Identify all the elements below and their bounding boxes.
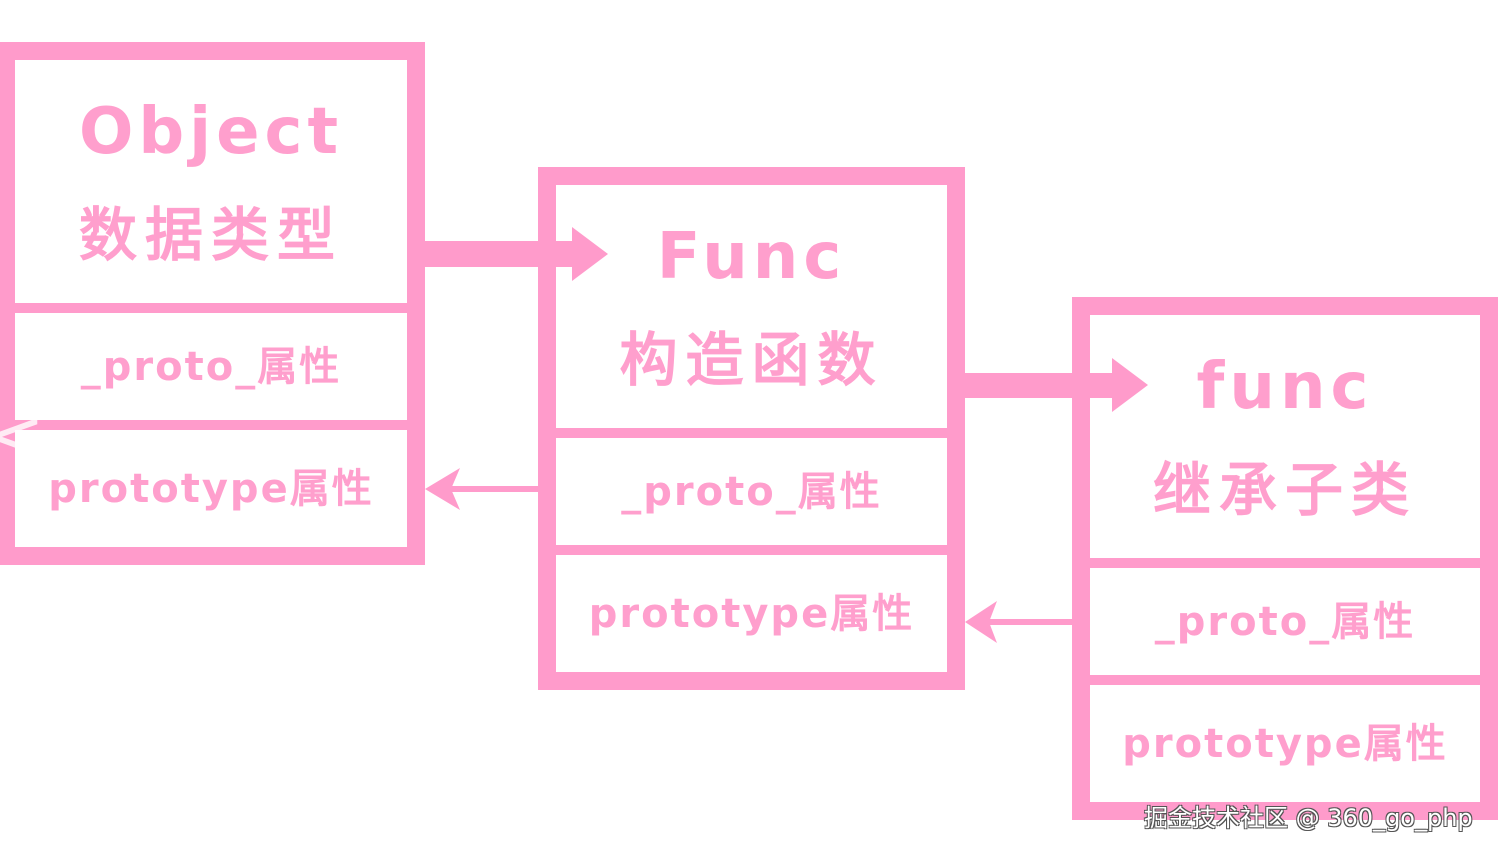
func-subclass-divider-1 — [1090, 558, 1480, 568]
func-subclass-header: func 继承子类 — [1090, 315, 1480, 558]
object-box: Object 数据类型 _proto_属性 prototype属性 — [0, 42, 425, 565]
func-subclass-proto-cell: _proto_属性 — [1090, 568, 1480, 675]
func-constructor-proto-label: _proto_属性 — [621, 468, 882, 515]
func-constructor-box: Func 构造函数 _proto_属性 prototype属性 — [538, 167, 965, 690]
arrow-subclass-to-func-shaft — [980, 619, 1072, 625]
func-subclass-prototype-cell: prototype属性 — [1090, 685, 1480, 802]
func-subclass-divider-2 — [1090, 675, 1480, 685]
func-constructor-proto-cell: _proto_属性 — [556, 438, 947, 545]
func-subclass-box: func 继承子类 _proto_属性 prototype属性 — [1072, 297, 1498, 820]
arrow-object-to-func-shaft — [425, 241, 575, 267]
object-divider-2 — [15, 420, 407, 430]
watermark: 掘金技术社区 @ 360_go_php — [1144, 804, 1473, 832]
func-subclass-title: func — [1196, 349, 1374, 424]
object-proto-cell: _proto_属性 — [15, 313, 407, 420]
arrow-func-to-subclass-shaft — [965, 373, 1115, 398]
arrow-func-to-subclass-head-icon — [1112, 358, 1148, 412]
object-proto-label: _proto_属性 — [80, 343, 342, 390]
func-constructor-divider-2 — [556, 545, 947, 555]
object-subtitle: 数据类型 — [78, 200, 343, 269]
object-prototype-cell: prototype属性 — [15, 430, 407, 547]
object-title: Object — [78, 94, 344, 169]
func-subclass-proto-label: _proto_属性 — [1154, 598, 1416, 645]
func-subclass-subtitle: 继承子类 — [1152, 455, 1417, 524]
func-constructor-prototype-cell: prototype属性 — [556, 555, 947, 672]
object-prototype-label: prototype属性 — [48, 465, 374, 512]
func-constructor-divider-1 — [556, 428, 947, 438]
arrow-func-to-object-shaft — [440, 486, 538, 492]
edge-chevron-icon: < — [0, 394, 45, 476]
func-constructor-header: Func 构造函数 — [556, 185, 947, 428]
object-header: Object 数据类型 — [15, 60, 407, 303]
func-constructor-prototype-label: prototype属性 — [588, 590, 915, 637]
arrow-func-to-object-head-icon — [425, 468, 460, 510]
arrow-object-to-func-head-icon — [572, 227, 608, 281]
object-divider-1 — [15, 303, 407, 313]
func-constructor-subtitle: 构造函数 — [619, 325, 884, 394]
arrow-subclass-to-func-head-icon — [965, 601, 997, 643]
func-subclass-prototype-label: prototype属性 — [1122, 720, 1448, 767]
func-constructor-title: Func — [656, 219, 847, 294]
